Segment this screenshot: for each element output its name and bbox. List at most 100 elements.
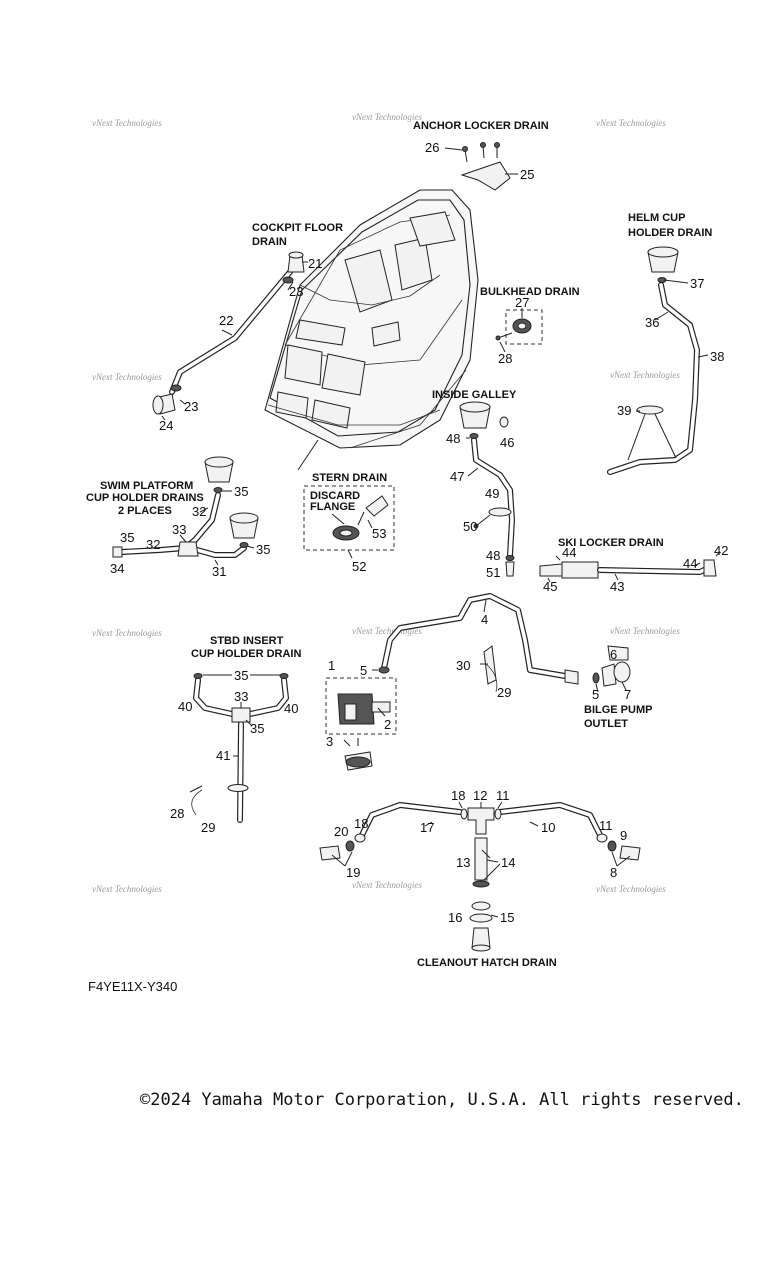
watermark: vNext Technologies (596, 884, 666, 894)
watermark: vNext Technologies (92, 628, 162, 638)
cockpit-floor-drain-label: COCKPIT FLOOR (252, 222, 343, 234)
callout-21: 21 (308, 256, 322, 271)
anchor-locker-drain-label: ANCHOR LOCKER DRAIN (413, 120, 549, 132)
callout-23: 23 (184, 399, 198, 414)
callout-11: 11 (599, 818, 613, 833)
callout-35: 35 (256, 542, 270, 557)
callout-7: 7 (624, 687, 631, 702)
callout-52: 52 (352, 559, 366, 574)
callout-16: 16 (448, 910, 462, 925)
callout-8: 8 (610, 865, 617, 880)
callout-13: 13 (456, 855, 470, 870)
diagram-code: F4YE11X-Y340 (88, 979, 177, 994)
swim-platform-label: CUP HOLDER DRAINS (86, 492, 204, 504)
cockpit-floor-drain-label: DRAIN (252, 236, 287, 248)
callout-24: 24 (159, 418, 173, 433)
bulkhead-drain-label: BULKHEAD DRAIN (480, 286, 580, 298)
callout-49: 49 (485, 486, 499, 501)
cleanout-hatch-drain-label: CLEANOUT HATCH DRAIN (417, 957, 557, 969)
ski-locker-drain-group: SKI LOCKER DRAIN 44 42 44 45 43 (539, 537, 728, 594)
callout-18: 18 (451, 788, 465, 803)
callout-11: 11 (496, 788, 510, 803)
callout-18: 18 (354, 816, 368, 831)
drain-plug-part (319, 845, 341, 861)
copyright-notice: ©2024 Yamaha Motor Corporation, U.S.A. A… (140, 1090, 744, 1110)
callout-51: 51 (486, 565, 500, 580)
callout-44: 44 (562, 545, 576, 560)
stbd-insert-label: STBD INSERT (210, 635, 284, 647)
tee-fitting-part (231, 707, 251, 723)
callout-15: 15 (500, 910, 514, 925)
callout-32: 32 (192, 504, 206, 519)
callout-38: 38 (710, 349, 724, 364)
callout-29: 29 (201, 820, 215, 835)
stbd-insert-drain-group: STBD INSERT CUP HOLDER DRAIN 35 33 40 40… (170, 635, 301, 835)
callout-3: 3 (326, 734, 333, 749)
inside-galley-label: INSIDE GALLEY (432, 389, 517, 401)
callout-27: 27 (515, 295, 529, 310)
watermark: vNext Technologies (596, 118, 666, 128)
watermark: vNext Technologies (92, 118, 162, 128)
screw-part (462, 142, 500, 163)
standpipe-part (474, 837, 488, 881)
cleanout-hatch-drain-group: 18 12 11 18 17 10 11 20 9 13 14 19 8 16 … (319, 788, 641, 969)
callout-44: 44 (683, 556, 697, 571)
callout-48: 48 (486, 548, 500, 563)
callout-41: 41 (216, 748, 230, 763)
clamp-part (488, 507, 512, 517)
ski-locker-drain-label: SKI LOCKER DRAIN (558, 537, 664, 549)
callout-34: 34 (110, 561, 124, 576)
callout-35: 35 (250, 721, 264, 736)
bulkhead-drain-group: BULKHEAD DRAIN 27 28 (480, 286, 580, 366)
callout-17: 17 (420, 820, 434, 835)
drain-plug-part (619, 845, 641, 861)
discard-flange-label: DISCARD (310, 490, 360, 502)
callout-1: 1 (328, 658, 335, 673)
callout-26: 26 (425, 140, 439, 155)
watermark: vNext Technologies (610, 626, 680, 636)
callout-37: 37 (690, 276, 704, 291)
callout-36: 36 (645, 315, 659, 330)
callout-28: 28 (170, 806, 184, 821)
callout-47: 47 (450, 469, 464, 484)
bilge-pump-outlet-label: BILGE PUMP (584, 704, 652, 716)
callout-35: 35 (234, 484, 248, 499)
callout-2: 2 (384, 717, 391, 732)
callout-28: 28 (498, 351, 512, 366)
callout-23: 23 (289, 284, 303, 299)
helm-cup-label: HOLDER DRAIN (628, 227, 712, 239)
callout-29: 29 (497, 685, 511, 700)
clamp-part (170, 384, 182, 392)
callout-9: 9 (620, 828, 627, 843)
callout-40: 40 (284, 701, 298, 716)
callout-50: 50 (463, 519, 477, 534)
swim-platform-label: 2 PLACES (118, 505, 172, 517)
outlet-fitting-part (601, 663, 617, 687)
watermark: vNext Technologies (352, 112, 422, 122)
stern-drain-group: STERN DRAIN DISCARD FLANGE 53 52 (303, 472, 395, 574)
callout-12: 12 (473, 788, 487, 803)
callout-5: 5 (592, 687, 599, 702)
callout-14: 14 (501, 855, 515, 870)
callout-43: 43 (610, 579, 624, 594)
boat-hull-illustration (264, 189, 479, 471)
discard-flange-label: FLANGE (310, 501, 355, 513)
clamp-part (636, 405, 664, 415)
inside-galley-group: INSIDE GALLEY 48 46 47 49 50 48 51 (432, 389, 517, 580)
helm-cup-label: HELM CUP (628, 212, 685, 224)
bilge-pump-group: 4 1 5 2 3 30 29 6 5 7 BILGE PUMP OUTLET (325, 593, 652, 771)
o-ring-part (499, 416, 509, 428)
swim-platform-label: SWIM PLATFORM (100, 480, 193, 492)
drain-cover-part (460, 161, 511, 191)
watermarks: vNext Technologies vNext Technologies vN… (92, 112, 680, 894)
callout-19: 19 (346, 865, 360, 880)
callout-46: 46 (500, 435, 514, 450)
callout-31: 31 (212, 564, 226, 579)
watermark: vNext Technologies (352, 626, 422, 636)
callout-20: 20 (334, 824, 348, 839)
callout-42: 42 (714, 543, 728, 558)
callout-6: 6 (610, 647, 617, 662)
callout-33: 33 (234, 689, 248, 704)
